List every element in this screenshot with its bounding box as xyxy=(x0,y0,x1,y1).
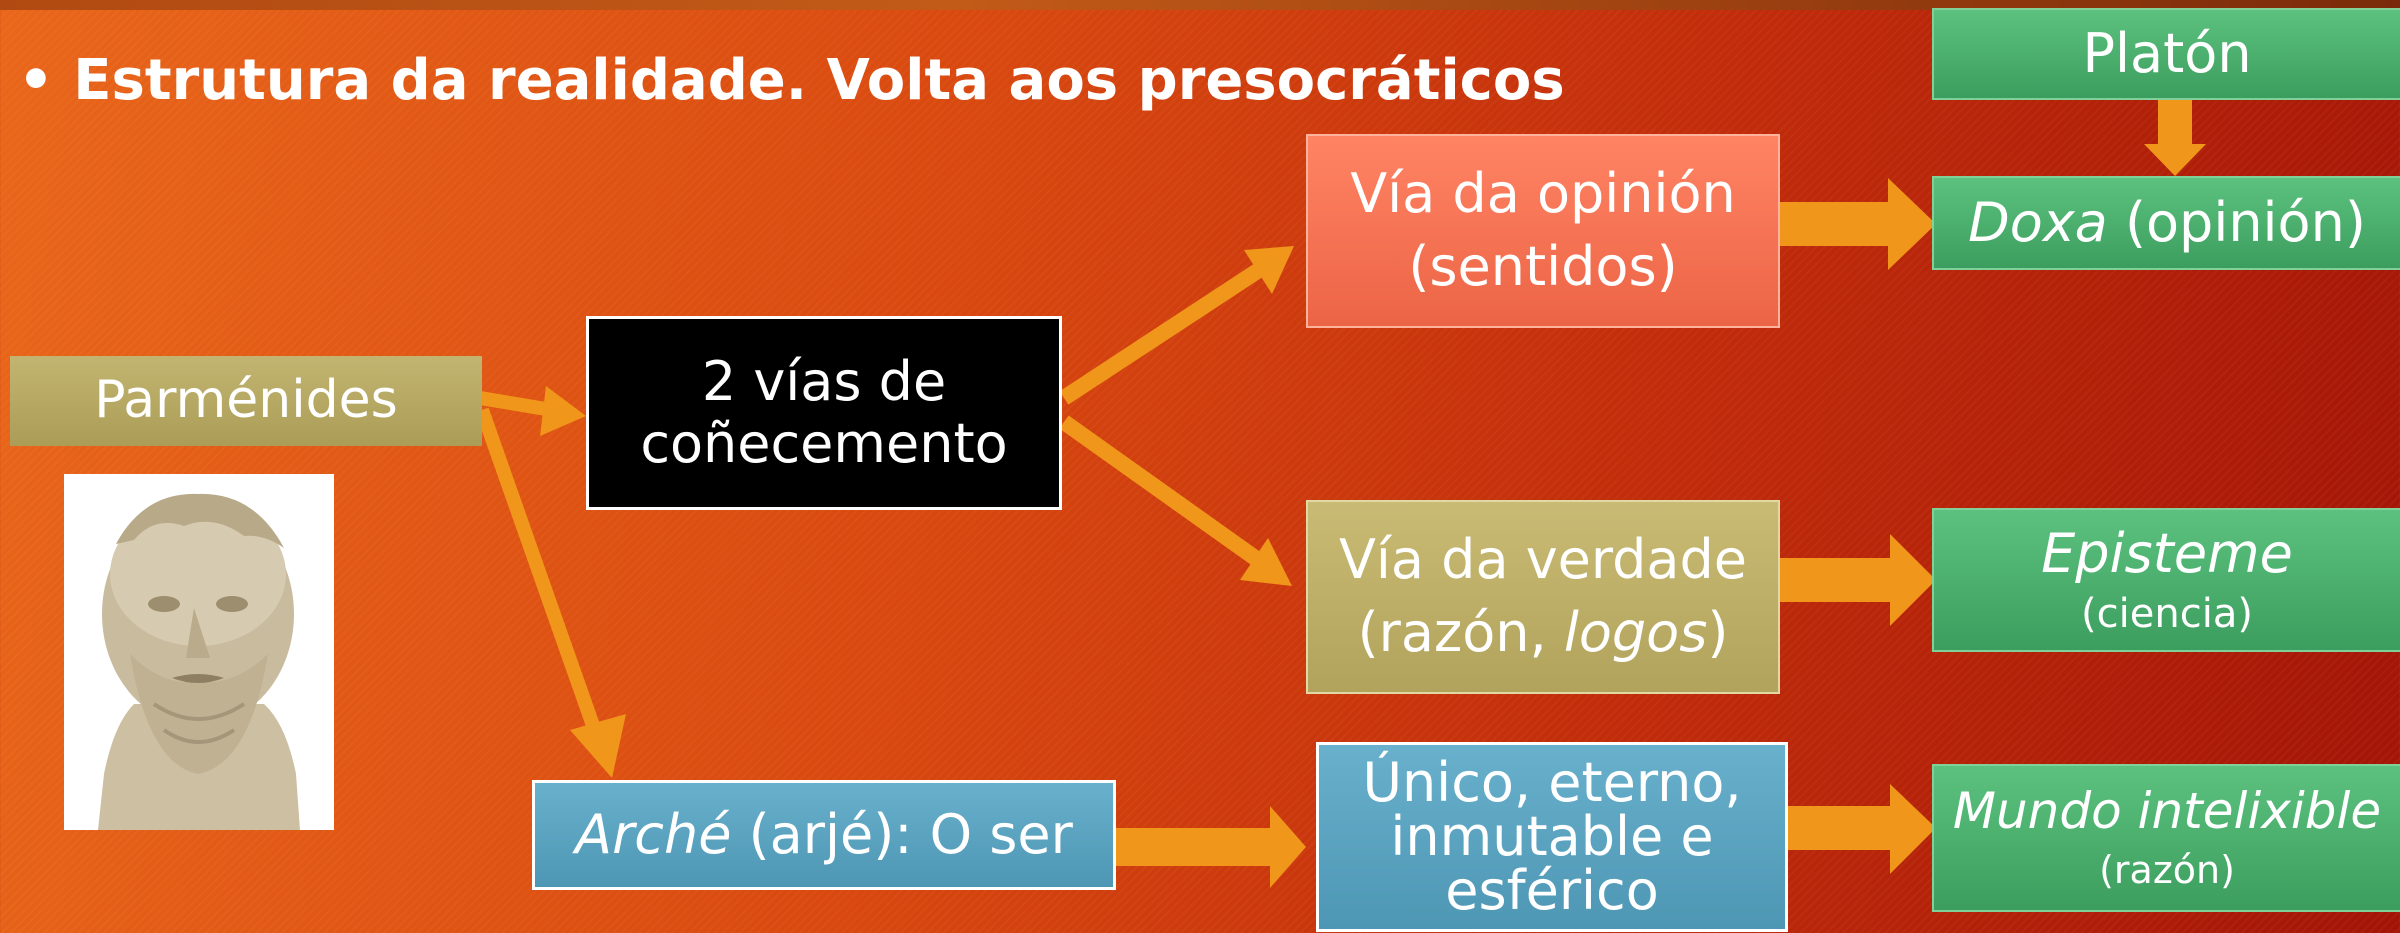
vias-box: 2 vías de coñecemento xyxy=(586,316,1062,510)
verdade-line2: (razón, logos) xyxy=(1358,597,1729,670)
doxa-label: Doxa (opinión) xyxy=(1968,190,2366,254)
parmenides-label: Parménides xyxy=(94,370,398,431)
arrow-platon-doxa xyxy=(2144,100,2206,176)
mundo-label: Mundo intelixible xyxy=(1952,782,2382,841)
vias-line1: 2 vías de xyxy=(701,349,947,413)
verdade-box: Vía da verdade (razón, logos) xyxy=(1306,500,1780,694)
arrow-arche-unico xyxy=(1116,806,1306,888)
slide-title: • Estrutura da realidade. Volta aos pres… xyxy=(18,48,1565,113)
verdade-line1: Vía da verdade xyxy=(1338,528,1748,592)
arche-rest: (arjé): O ser xyxy=(731,802,1073,866)
doxa-rest: (opinión) xyxy=(2107,190,2366,254)
arrow-unico-mundo xyxy=(1788,784,1936,874)
arrow-verdade-episteme xyxy=(1780,534,1936,626)
arrow-vias-verdade xyxy=(1059,415,1292,586)
arche-word: Arché xyxy=(575,802,732,866)
verdade-line2-c: ) xyxy=(1707,601,1729,664)
episteme-sub: (ciencia) xyxy=(2081,591,2253,638)
parmenides-box: Parménides xyxy=(10,356,482,446)
vias-line2: coñecemento xyxy=(640,412,1008,475)
platon-label: Platón xyxy=(2082,21,2252,85)
opinion-box: Vía da opinión (sentidos) xyxy=(1306,134,1780,328)
episteme-label: Episteme xyxy=(2041,521,2293,585)
doxa-word: Doxa xyxy=(1968,190,2108,254)
logos-word: logos xyxy=(1563,601,1708,664)
mundo-sub: (razón) xyxy=(2099,847,2235,892)
parmenides-portrait xyxy=(64,474,334,830)
top-band xyxy=(0,0,2400,10)
opinion-line2: (sentidos) xyxy=(1408,235,1678,298)
unico-label: Único, eterno, inmutable e esférico xyxy=(1362,751,1742,922)
arche-box: Arché (arjé): O ser xyxy=(532,780,1116,890)
unico-box: Único, eterno, inmutable e esférico xyxy=(1316,742,1788,932)
bust-image xyxy=(64,474,334,830)
opinion-line1: Vía da opinión xyxy=(1350,162,1736,226)
mundo-box: Mundo intelixible (razón) xyxy=(1932,764,2400,912)
arrow-parmenides-arche xyxy=(475,407,626,778)
platon-box: Platón xyxy=(1932,8,2400,100)
episteme-box: Episteme (ciencia) xyxy=(1932,508,2400,652)
verdade-line2-a: (razón, xyxy=(1357,601,1564,664)
doxa-box: Doxa (opinión) xyxy=(1932,176,2400,270)
arche-label: Arché (arjé): O ser xyxy=(575,802,1073,866)
arrow-opinion-doxa xyxy=(1778,178,1936,270)
arrow-vias-opinion xyxy=(1059,246,1294,405)
arrow-parmenides-vias xyxy=(478,386,586,436)
